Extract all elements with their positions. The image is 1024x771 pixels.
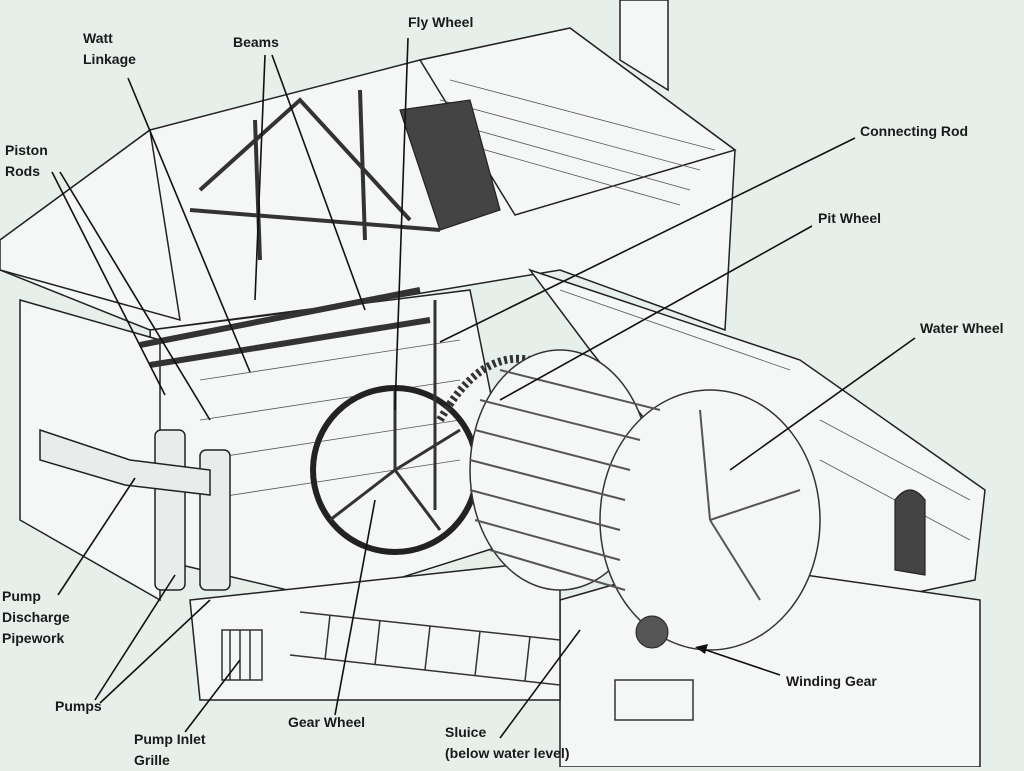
label-beams: Beams	[233, 34, 279, 50]
label-winding-gear: Winding Gear	[786, 673, 877, 689]
label-line: Piston	[5, 142, 48, 158]
label-pump-inlet: Pump Inlet Grille	[134, 729, 206, 771]
label-connecting-rod: Connecting Rod	[860, 123, 969, 139]
leader-beams-1	[254, 54, 266, 301]
arrowhead	[695, 644, 708, 654]
leader-piston-rods-1	[51, 171, 166, 396]
label-line: Watt	[83, 30, 113, 46]
label-pit-wheel: Pit Wheel	[818, 210, 882, 226]
label-line: Pump Inlet	[134, 731, 206, 747]
label-line: (below water level)	[445, 745, 570, 761]
label-line: Sluice	[445, 724, 487, 740]
leader-piston-rods-2	[59, 171, 211, 421]
leader-pit-wheel	[499, 225, 813, 401]
leader-pump-inlet	[184, 659, 241, 733]
label-watt-linkage: Watt Linkage	[83, 28, 136, 70]
leader-sluice	[499, 629, 581, 739]
label-pumps: Pumps	[55, 698, 102, 714]
leader-lines	[51, 37, 916, 739]
building-drawing	[0, 0, 986, 767]
leader-winding-gear	[699, 647, 781, 676]
leader-gear-wheel	[334, 499, 376, 716]
label-line: Linkage	[83, 51, 136, 67]
label-line: Grille	[134, 752, 170, 768]
leader-watt-linkage	[127, 77, 251, 373]
leader-water-wheel	[729, 337, 916, 471]
label-fly-wheel: Fly Wheel	[408, 14, 474, 30]
label-line: Pipework	[2, 630, 65, 646]
label-gear-wheel: Gear Wheel	[288, 714, 366, 730]
label-piston-rods: Piston Rods	[5, 140, 48, 182]
leader-connecting-rod	[439, 137, 856, 343]
leader-pumps-1	[94, 574, 176, 701]
label-line: Rods	[5, 163, 40, 179]
label-line: Pump	[2, 588, 41, 604]
leader-fly-wheel	[394, 37, 409, 411]
label-pump-discharge: Pump Discharge Pipework	[2, 586, 70, 649]
label-water-wheel: Water Wheel	[920, 320, 1004, 336]
label-line: Discharge	[2, 609, 70, 625]
label-sluice: Sluice (below water level)	[445, 722, 569, 764]
leader-beams-2	[271, 54, 366, 311]
leader-pumps-2	[99, 599, 211, 704]
leader-pump-discharge	[57, 477, 136, 596]
